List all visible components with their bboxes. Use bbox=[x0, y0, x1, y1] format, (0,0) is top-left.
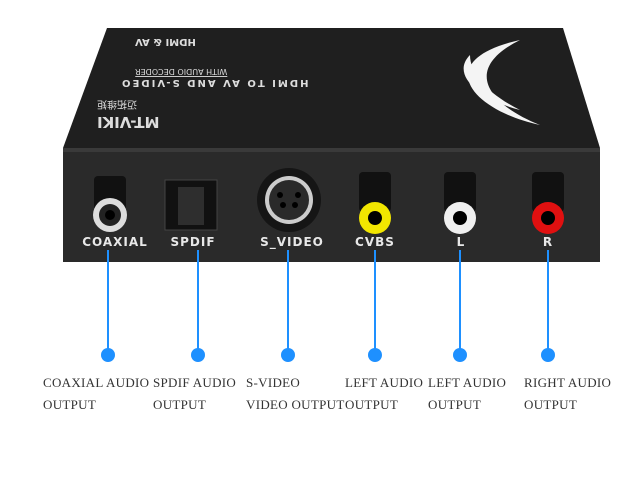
device-top bbox=[63, 28, 600, 148]
callout-line bbox=[547, 250, 549, 355]
caption-right: RIGHT AUDIO OUTPUT bbox=[524, 372, 611, 416]
model-text: HDMI TO AV AND S-VIDEO bbox=[120, 77, 309, 88]
brand-logo: MT-VIKI bbox=[97, 113, 160, 131]
panel-label-cvbs: CVBS bbox=[355, 235, 395, 249]
caption-line: COAXIAL AUDIO bbox=[43, 375, 150, 390]
caption-line: OUTPUT bbox=[428, 397, 482, 412]
caption-left: LEFT AUDIO OUTPUT bbox=[428, 372, 506, 416]
coaxial-jack bbox=[93, 176, 127, 232]
caption-line: VIDEO OUTPUT bbox=[246, 397, 345, 412]
callout-dot bbox=[101, 348, 115, 362]
swoosh-logo bbox=[467, 40, 540, 125]
left-audio-jack bbox=[444, 172, 476, 234]
caption-cvbs: LEFT AUDIO OUTPUT bbox=[345, 372, 423, 416]
caption-line: LEFT AUDIO bbox=[345, 375, 424, 390]
callout-dot bbox=[368, 348, 382, 362]
caption-spdif: SPDIF AUDIO OUTPUT bbox=[153, 372, 236, 416]
callout-line bbox=[287, 250, 289, 355]
right-audio-jack bbox=[532, 172, 564, 234]
callout-line bbox=[107, 250, 109, 355]
caption-coaxial: COAXIAL AUDIO OUTPUT bbox=[43, 372, 149, 416]
caption-line: RIGHT AUDIO bbox=[524, 375, 612, 390]
callout-dot bbox=[281, 348, 295, 362]
caption-s-video: S-VIDEO VIDEO OUTPUT bbox=[246, 372, 345, 416]
s-video-jack bbox=[257, 168, 321, 232]
callout-dot bbox=[541, 348, 555, 362]
caption-line: OUTPUT bbox=[43, 397, 97, 412]
panel-label-s-video: S_VIDEO bbox=[260, 235, 324, 249]
callout-dot bbox=[453, 348, 467, 362]
cvbs-jack bbox=[359, 172, 391, 234]
caption-line: OUTPUT bbox=[153, 397, 207, 412]
panel-label-coaxial: COAXIAL bbox=[82, 235, 148, 249]
caption-line: S-VIDEO bbox=[246, 375, 301, 390]
panel-label-spdif: SPDIF bbox=[170, 235, 216, 249]
corner-text: HDMI & AV bbox=[135, 36, 196, 47]
panel-label-r: R bbox=[542, 235, 554, 249]
caption-line: OUTPUT bbox=[345, 397, 399, 412]
callout-dot bbox=[191, 348, 205, 362]
panel-label-l: L bbox=[456, 235, 466, 249]
callout-line bbox=[374, 250, 376, 355]
spdif-jack bbox=[164, 179, 218, 231]
subtitle-text: WITH AUDIO DECODER bbox=[135, 67, 228, 77]
caption-line: OUTPUT bbox=[524, 397, 578, 412]
brand-cn-logo: 迈拓维矩 bbox=[97, 98, 137, 109]
caption-line: LEFT AUDIO bbox=[428, 375, 507, 390]
front-panel bbox=[63, 148, 600, 262]
callout-line bbox=[459, 250, 461, 355]
callout-line bbox=[197, 250, 199, 355]
caption-line: SPDIF AUDIO bbox=[153, 375, 237, 390]
